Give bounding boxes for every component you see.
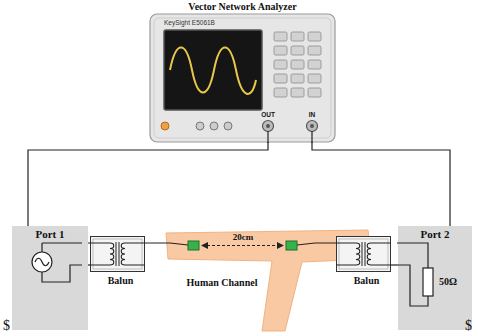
panel-button [308, 60, 321, 69]
drawn-line [311, 131, 312, 143]
drawn-rect [150, 14, 335, 142]
drawn-circle [224, 122, 232, 130]
analyzer-unit: Vector Network AnalyzerKeySight E5061B [150, 0, 335, 142]
node-title: Balun [336, 275, 397, 286]
brand-label: KeySight E5061B [164, 19, 215, 26]
panel-button [274, 60, 287, 69]
panel-button [308, 74, 321, 83]
drawn-circle [307, 121, 318, 132]
drawn-line [202, 245, 283, 246]
drawn-path [336, 243, 391, 265]
port-panel: Port 2 [398, 226, 472, 330]
drawn-circle [266, 124, 270, 128]
node-art [12, 226, 82, 330]
drawn-path [90, 243, 145, 265]
drawn-circle [210, 122, 218, 130]
port-label: OUT [261, 111, 275, 118]
signal-wire [312, 142, 450, 226]
drawn-rect [188, 241, 199, 250]
drawn-rect [91, 237, 145, 272]
drawn-circle [310, 124, 314, 128]
panel-button [291, 60, 304, 69]
drawn-path [367, 243, 371, 265]
drawn-rect [337, 237, 391, 272]
balun-box: Balun [90, 236, 151, 290]
node-title: Balun [90, 275, 151, 286]
signal-wire [28, 142, 268, 226]
drawn-path [362, 242, 365, 266]
drawn-path [356, 243, 360, 265]
drawn-path [297, 243, 336, 245]
panel-button [308, 32, 321, 41]
panel-button [291, 88, 304, 97]
panel-button [274, 32, 287, 41]
drawn-path [35, 258, 49, 266]
resistor-value: 50Ω [439, 276, 457, 287]
corner-mark: $ [465, 318, 472, 334]
drawn-path [116, 242, 119, 266]
corner-mark: $ [3, 318, 10, 334]
panel-button [291, 32, 304, 41]
node-title: Port 2 [398, 228, 472, 240]
panel-button [291, 46, 304, 55]
node-title: Vector Network Analyzer [150, 1, 335, 12]
button-grid [274, 32, 321, 97]
drawn-path [110, 243, 114, 265]
panel-button [274, 46, 287, 55]
drawn-line [267, 131, 268, 143]
panel-button [291, 74, 304, 83]
port-label: IN [309, 111, 316, 118]
drawn-rect [164, 30, 262, 110]
panel-button [308, 46, 321, 55]
dimension-label: 20cm [233, 232, 254, 242]
panel-button [274, 88, 287, 97]
vna-device [150, 14, 335, 143]
drawn-circle [32, 252, 52, 272]
drawn-rect [154, 18, 331, 138]
drawn-circle [161, 122, 169, 130]
drawn-rect [423, 268, 433, 296]
channel-label: Human Channel [187, 277, 258, 288]
signal-wire [88, 242, 90, 243]
drawn-path [170, 48, 256, 94]
node-title: Port 1 [12, 228, 88, 240]
panel-button [274, 74, 287, 83]
balun-box: Balun [336, 236, 397, 290]
panel-button [308, 88, 321, 97]
port-panel: Port 1 [12, 226, 88, 330]
drawn-path [391, 264, 398, 265]
drawn-path [145, 243, 188, 245]
drawn-rect [286, 241, 297, 250]
drawn-circle [196, 122, 204, 130]
drawn-circle [263, 121, 274, 132]
drawn-path [121, 243, 125, 265]
